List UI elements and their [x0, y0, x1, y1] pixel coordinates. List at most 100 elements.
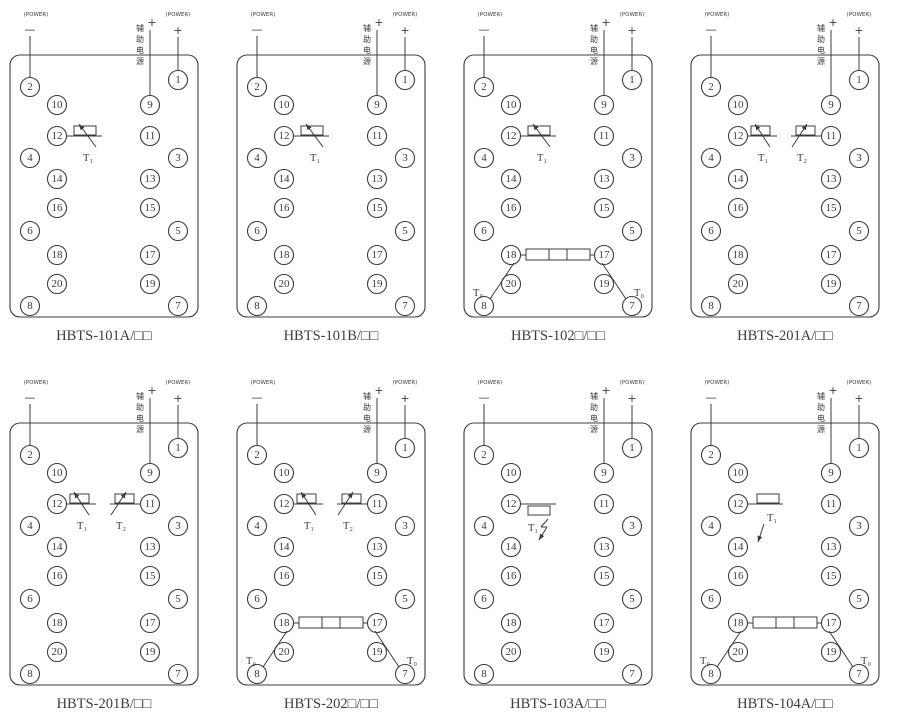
switch-label: T₁ — [83, 153, 93, 164]
terminal-number: 10 — [279, 467, 291, 479]
terminal-circle — [700, 588, 722, 610]
terminal-circle — [727, 94, 749, 116]
aux-power-label-char: 源 — [136, 57, 144, 66]
terminal-circle — [820, 493, 842, 515]
terminal-circle — [46, 125, 68, 147]
power-label-left: (POWER) — [24, 380, 49, 386]
terminal-circle — [19, 76, 41, 98]
terminal-number: 5 — [629, 593, 635, 605]
terminal-circle — [246, 76, 268, 98]
terminal-number: 4 — [708, 520, 714, 532]
power-minus-sign: — — [479, 391, 490, 404]
relay-case-outline — [9, 422, 199, 686]
aux-power-label-char: 辅 — [363, 23, 371, 33]
terminal-number: 12 — [733, 130, 744, 142]
terminal-number: 8 — [27, 668, 33, 680]
terminal-number: 19 — [599, 646, 611, 658]
terminal-circle — [246, 663, 268, 685]
terminal-number: 8 — [708, 668, 714, 680]
terminal-circle — [139, 244, 161, 266]
panel-model-label: HBTS-101A/□□ — [56, 328, 152, 344]
switch-label: T₁ — [310, 153, 320, 164]
terminal-number: 11 — [826, 130, 837, 142]
relay-panel: (POWER)—辅助电源+(POWER)+2110121416182091113… — [236, 380, 426, 712]
terminal-circle — [848, 437, 870, 459]
arrowhead-icon — [74, 492, 80, 499]
terminal-number: 2 — [708, 449, 714, 461]
power-label-left: (POWER) — [705, 12, 730, 18]
power-minus-sign: — — [252, 391, 263, 404]
terminal-number: 20 — [279, 278, 291, 290]
terminal-number: 20 — [506, 646, 518, 658]
aux-plus-sign: + — [828, 384, 837, 397]
terminal-circle — [593, 612, 615, 634]
terminal-number: 20 — [279, 646, 291, 658]
terminal-circle — [394, 220, 416, 242]
terminal-circle — [727, 462, 749, 484]
arrowhead-icon — [539, 533, 545, 540]
terminal-number: 20 — [733, 646, 745, 658]
terminal-number: 2 — [27, 449, 33, 461]
relay-panel: (POWER)—辅助电源+(POWER)+2110121416182091113… — [690, 380, 880, 712]
terminal-circle — [621, 663, 643, 685]
delay-contact-box — [321, 616, 364, 629]
terminal-circle — [167, 147, 189, 169]
switch-label: T₁ — [537, 153, 547, 164]
terminal-circle — [246, 515, 268, 537]
aux-power-label-char: 电 — [817, 45, 825, 55]
terminal-circle — [700, 76, 722, 98]
contact-box — [73, 125, 97, 136]
panel-model-label: HBTS-103A/□□ — [510, 696, 606, 712]
terminal-circle — [46, 493, 68, 515]
terminal-circle — [246, 444, 268, 466]
terminal-circle — [366, 565, 388, 587]
terminal-circle — [500, 273, 522, 295]
delay-contact-box — [298, 616, 341, 629]
terminal-number: 9 — [828, 99, 834, 111]
power-plus-sign: + — [173, 392, 182, 405]
terminal-number: 6 — [481, 593, 487, 605]
terminal-number: 15 — [826, 570, 838, 582]
terminal-circle — [473, 663, 495, 685]
terminal-number: 8 — [708, 300, 714, 312]
terminal-number: 4 — [481, 520, 487, 532]
terminal-circle — [366, 197, 388, 219]
terminal-number: 2 — [481, 81, 487, 93]
terminal-number: 2 — [481, 449, 487, 461]
aux-power-label-char: 源 — [136, 425, 144, 434]
aux-plus-sign: + — [147, 16, 156, 29]
terminal-circle — [820, 462, 842, 484]
terminal-circle — [727, 641, 749, 663]
power-minus-sign: — — [706, 23, 717, 36]
aux-power-label-char: 源 — [590, 425, 598, 434]
terminal-circle — [394, 588, 416, 610]
terminal-circle — [19, 295, 41, 317]
terminal-number: 18 — [279, 249, 291, 261]
aux-power-label-char: 助 — [136, 402, 144, 412]
terminal-circle — [727, 536, 749, 558]
panel-model-label: HBTS-202□/□□ — [284, 696, 378, 712]
relay-panel: (POWER)—辅助电源+(POWER)+2110121416182091113… — [463, 12, 653, 344]
relay-case-outline — [236, 422, 426, 686]
terminal-circle — [366, 125, 388, 147]
aux-plus-sign: + — [601, 16, 610, 29]
terminal-circle — [19, 220, 41, 242]
terminal-number: 12 — [733, 498, 744, 510]
terminal-circle — [593, 197, 615, 219]
terminal-circle — [500, 168, 522, 190]
terminal-number: 13 — [826, 173, 838, 185]
terminal-number: 17 — [599, 617, 611, 629]
terminal-circle — [727, 125, 749, 147]
terminal-circle — [848, 220, 870, 242]
terminal-circle — [273, 462, 295, 484]
power-plus-sign: + — [400, 392, 409, 405]
switch-label: T₀ — [634, 288, 644, 299]
terminal-circle — [394, 147, 416, 169]
relay-case-outline — [690, 422, 880, 686]
delay-contact-box — [548, 248, 591, 261]
terminal-circle — [593, 462, 615, 484]
relay-case-outline — [463, 54, 653, 318]
terminal-number: 6 — [27, 225, 33, 237]
terminal-number: 5 — [175, 225, 181, 237]
terminal-circle — [700, 663, 722, 685]
